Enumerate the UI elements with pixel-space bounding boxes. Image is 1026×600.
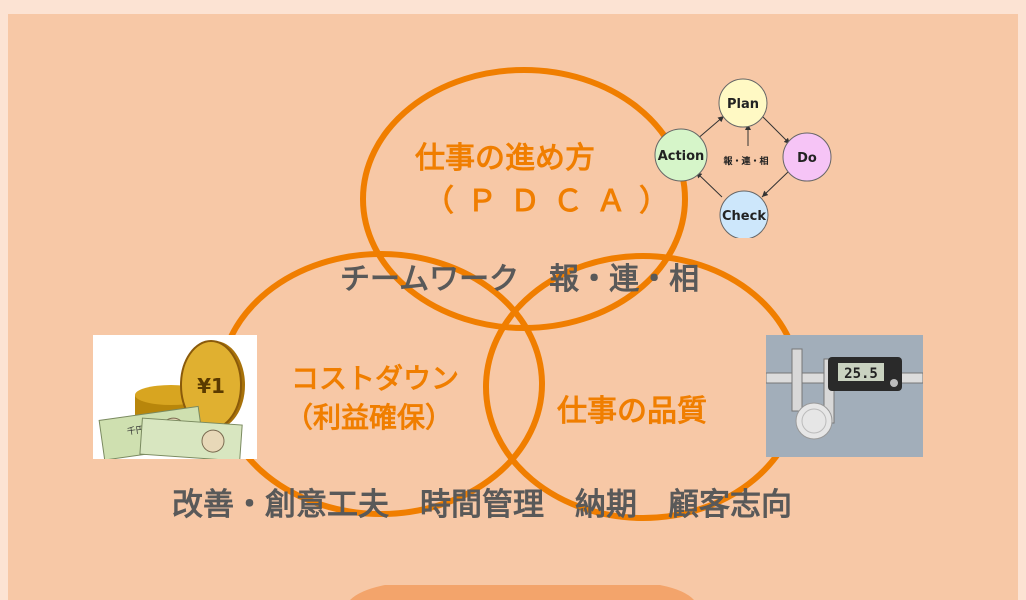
caliper-image: 25.5	[766, 335, 923, 457]
pdca-label-check: Check	[722, 209, 766, 224]
pdca-cycle-diagram: Plan Do Check Action 報・連・相	[654, 78, 832, 238]
arrow-check-action	[695, 171, 723, 198]
pdca-label-action: Action	[658, 149, 705, 164]
teamwork-text: チームワーク 報・連・相	[340, 262, 700, 297]
cost-circle-title: コストダウン	[291, 362, 460, 395]
pdca-node-action	[654, 128, 708, 182]
pdca-center-label: 報・連・相	[723, 155, 768, 167]
yen-money-image: ¥1 千円	[93, 335, 257, 459]
arrow-action-plan	[695, 115, 725, 141]
arrow-plan-do	[761, 115, 791, 145]
pdca-node-check	[719, 190, 769, 238]
bottom-keywords: 改善・創意工夫 時間管理 納期 顧客志向	[172, 487, 792, 523]
arrow-do-check	[761, 171, 789, 198]
pdca-circle-title: 仕事の進め方	[415, 141, 595, 176]
coin-label: ¥1	[197, 374, 225, 398]
pdca-node-plan	[718, 78, 768, 128]
pdca-node-do	[782, 132, 832, 182]
pdca-label-do: Do	[797, 151, 817, 166]
cost-circle-subtitle: （利益確保）	[285, 401, 454, 434]
quality-circle-title: 仕事の品質	[557, 394, 707, 429]
caliper-display-value: 25.5	[844, 366, 878, 382]
down-arrow-shape	[350, 585, 694, 600]
pdca-circle-subtitle: （ＰＤＣＡ）	[424, 184, 682, 219]
pdca-label-plan: Plan	[727, 97, 759, 112]
